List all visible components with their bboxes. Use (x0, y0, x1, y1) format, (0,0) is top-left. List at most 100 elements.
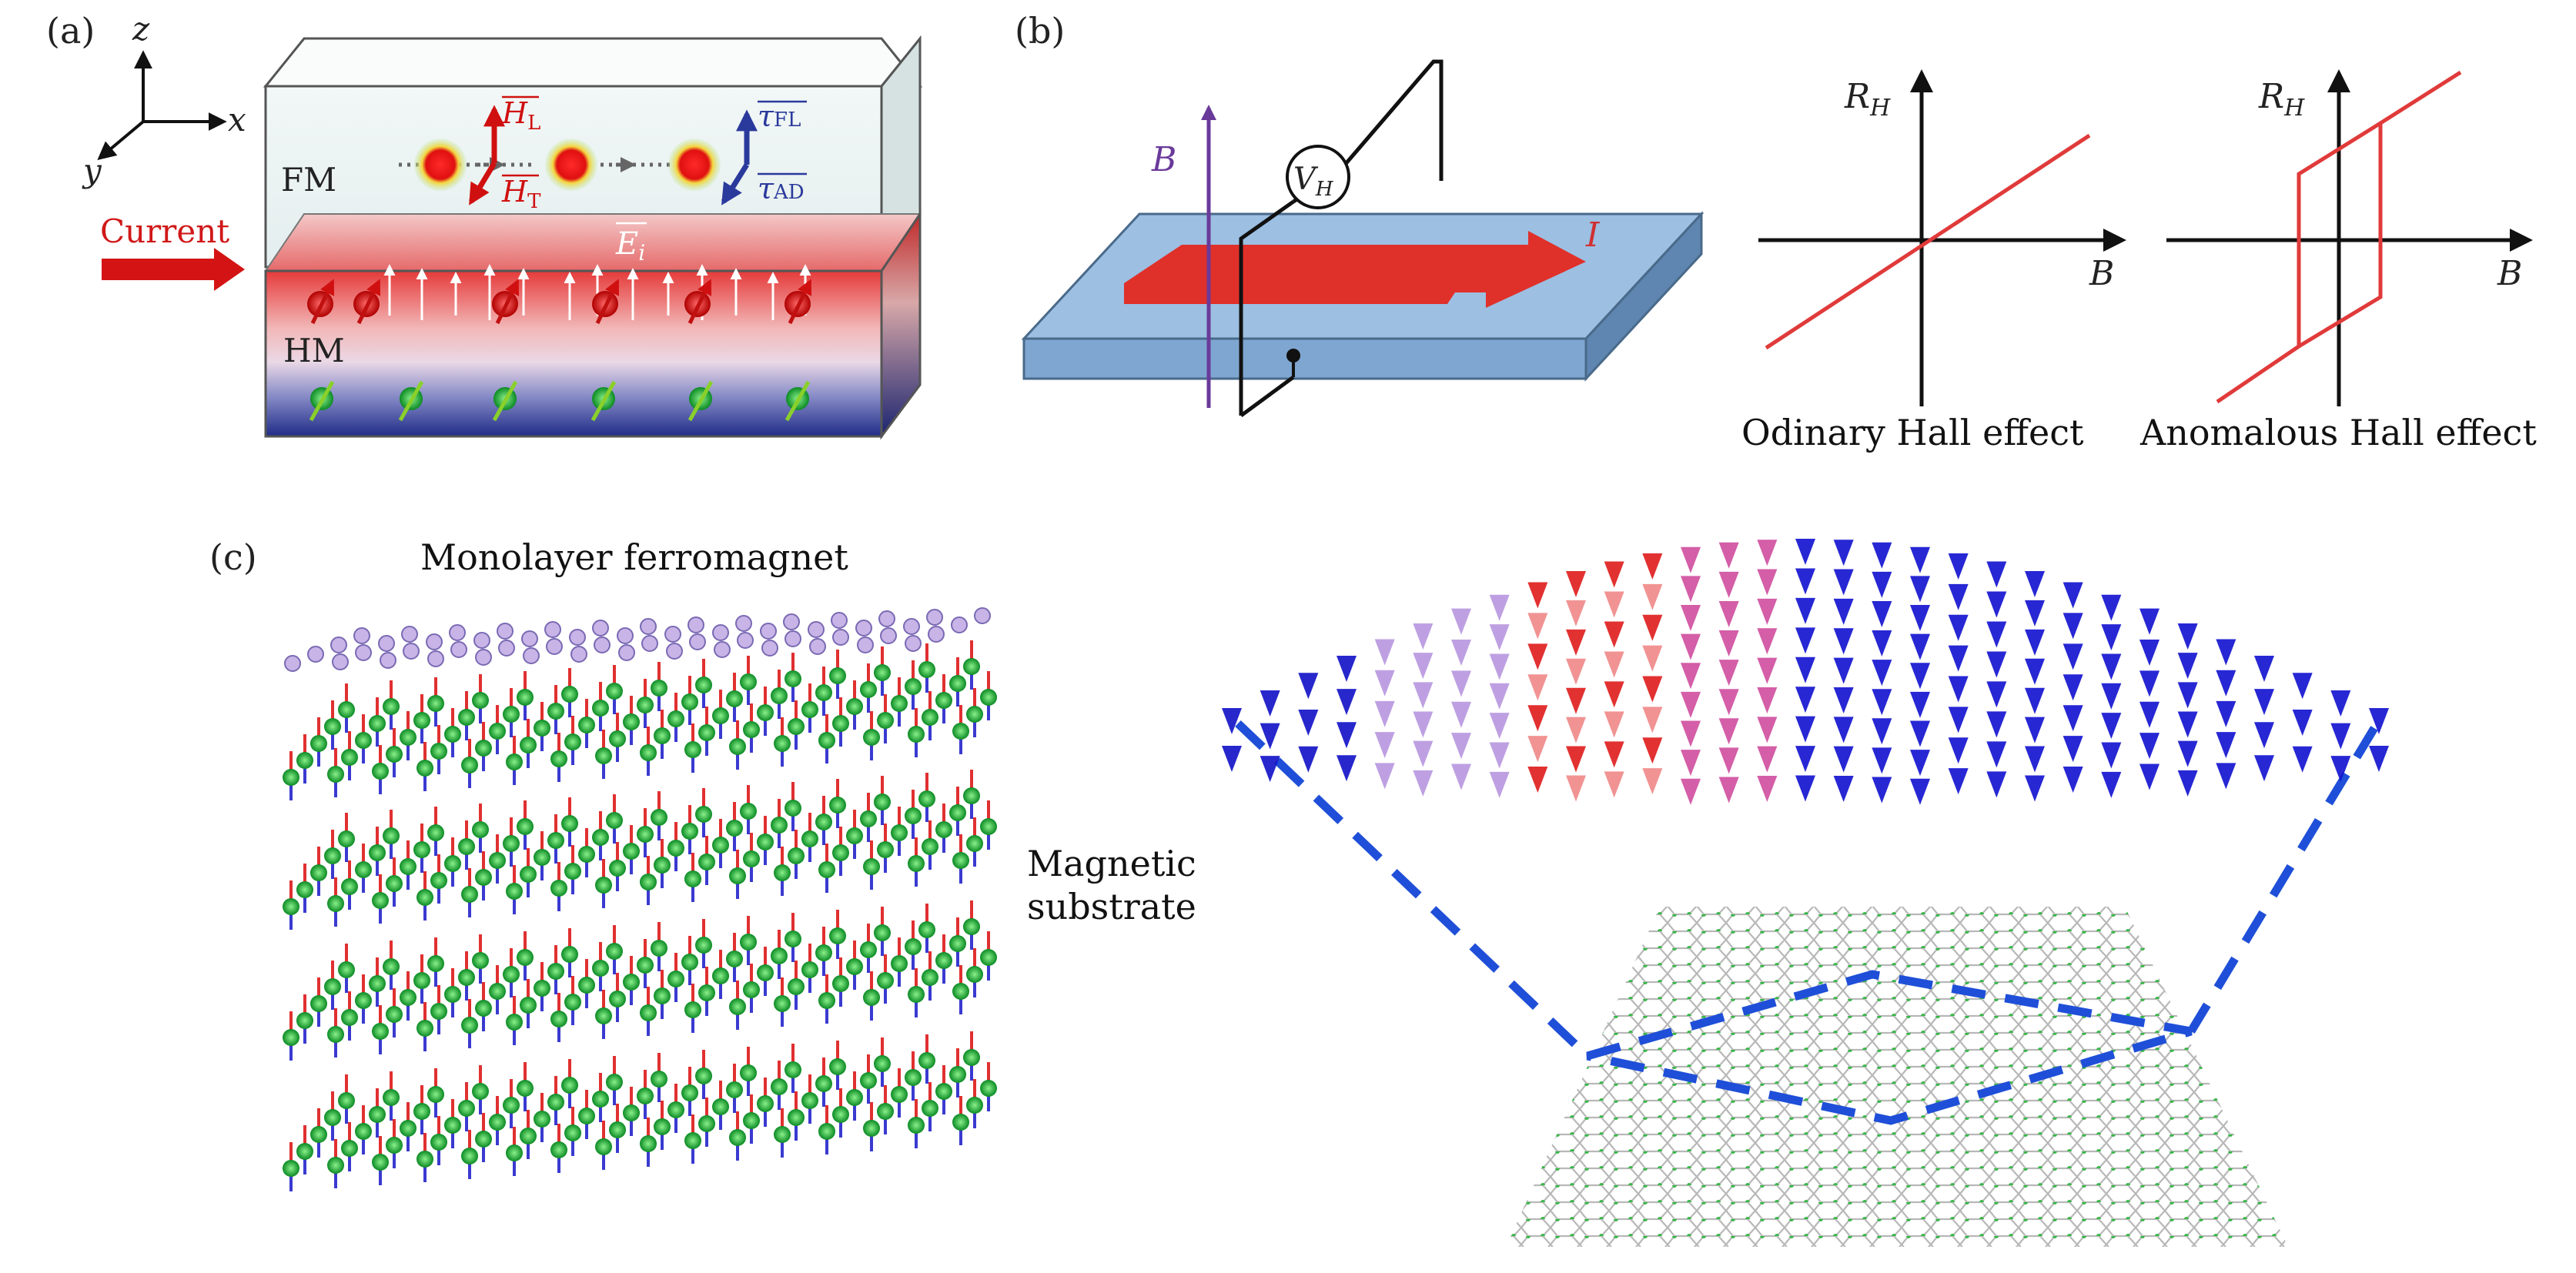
h-t-label: HT (501, 175, 541, 213)
b-label: B (1151, 140, 1176, 179)
skyrmion-cone (1718, 689, 1739, 716)
skyrmion-cone (2216, 763, 2236, 790)
skyrmion-cone (1527, 674, 1548, 701)
dash-rhombus (1586, 970, 2193, 1125)
skyrmion-cone (1872, 689, 1892, 716)
skyrmion-cone (1910, 605, 1930, 632)
skyrmion-cone (1757, 717, 1778, 743)
skyrmion-cone (1489, 771, 1510, 798)
fm-label: FM (281, 161, 336, 199)
current-label: Current (100, 212, 229, 250)
vh-label: VH (1293, 162, 1334, 201)
panel-a-label: (a) (46, 10, 95, 52)
skyrmion-cone (2062, 705, 2083, 732)
ohe-caption: Odinary Hall effect (1741, 412, 2084, 453)
skyrmion-cone (1413, 623, 1434, 650)
skyrmion-cone (1566, 600, 1586, 626)
skyrmion-cone (1260, 756, 1280, 783)
axis-y-label: y (82, 152, 102, 189)
skyrmion-cone (2025, 717, 2045, 743)
skyrmion-cone (2254, 656, 2274, 683)
skyrmion-cone (1795, 746, 1815, 773)
skyrmion-cone (2139, 608, 2159, 635)
skyrmion-cone (1527, 767, 1548, 794)
skyrmion-cone (1413, 653, 1434, 680)
skyrmion-cone (2369, 746, 2389, 772)
skyrmion-cone (1681, 633, 1701, 660)
skyrmion-cone (1948, 768, 1969, 795)
skyrmion-cone (1489, 742, 1510, 769)
skyrmion-cone (1681, 576, 1701, 603)
skyrmion-cone (1527, 736, 1548, 763)
skyrmion-cone (1413, 770, 1434, 797)
skyrmion-cone (1374, 763, 1395, 790)
skyrmion-cone (1948, 553, 1969, 580)
skyrmion-cone (1489, 653, 1510, 680)
skyrmion-cone (2177, 711, 2198, 738)
hm-red-spin (684, 279, 712, 325)
panel-c-label: (c) (209, 536, 257, 578)
skyrmion-cone (1642, 553, 1663, 580)
substrate-layer (283, 770, 997, 930)
skyrmion-cone (1757, 657, 1778, 684)
skyrmion-cone (1757, 746, 1778, 773)
projection-dashes (1235, 720, 2378, 1125)
skyrmion-cone (1681, 663, 1701, 690)
skyrmion-cone (2062, 582, 2083, 609)
skyrmion-cone (2254, 755, 2274, 782)
skyrmion-cone (1986, 711, 2007, 738)
ohe-ylabel: RH (1844, 77, 1891, 122)
skyrmion-cone (2025, 571, 2045, 598)
hm-red-spin (592, 279, 620, 325)
skyrmion-cone (2139, 733, 2159, 760)
skyrmion-cone (1986, 771, 2007, 798)
skyrmion-cone (1718, 777, 1739, 804)
hm-green-spin (785, 380, 811, 422)
skyrmion-cone (2025, 746, 2045, 773)
hm-side-face (880, 210, 922, 440)
skyrmion-cone (2062, 736, 2083, 763)
skyrmion-cone (1948, 737, 1969, 764)
fm-top-face (263, 37, 923, 88)
torque-arrows: τFL τAD (721, 99, 807, 205)
h-field-arrows: HL HT (468, 95, 541, 213)
fm-spin (668, 139, 721, 191)
skyrmion-cone (2025, 629, 2045, 656)
skyrmion-cone (1642, 707, 1663, 733)
skyrmion-cone (1642, 614, 1663, 641)
skyrmion-cone (1681, 750, 1701, 777)
skyrmion-cone (1795, 775, 1815, 802)
skyrmion-cone (1451, 608, 1471, 635)
skyrmion-cone (1451, 701, 1471, 728)
skyrmion-cone (1566, 775, 1586, 802)
skyrmion-cone (2101, 653, 2122, 680)
skyrmion-cone (1374, 639, 1395, 666)
skyrmion-cone (1833, 598, 1854, 625)
skyrmion-cone (1642, 768, 1663, 795)
ahe-loop-upper (2216, 70, 2462, 404)
skyrmion-cone (1718, 571, 1739, 598)
skyrmion-cone (2101, 683, 2122, 710)
skyrmion-cone (1757, 628, 1778, 655)
skyrmion-cone (1872, 542, 1892, 569)
skyrmion-cone (1604, 651, 1624, 678)
skyrmion-cone (2216, 670, 2236, 697)
skyrmion-cone (2292, 709, 2313, 736)
skyrmion-cone (2330, 723, 2351, 750)
skyrmion-cone (1872, 571, 1892, 598)
skyrmion-cone (1604, 591, 1624, 618)
graphene-sheet (1506, 907, 2288, 1247)
skyrmion-cone (1489, 624, 1510, 651)
skyrmion-cone (2025, 600, 2045, 626)
ahe-xlabel: B (2497, 254, 2522, 293)
ahe-ylabel: RH (2258, 77, 2305, 122)
skyrmion-cone (2177, 682, 2198, 709)
skyrmion-cone (2177, 623, 2198, 650)
skyrmion-cone (1222, 708, 1242, 734)
skyrmion-cone (1833, 717, 1854, 743)
substrate-label-line-2: substrate (1027, 886, 1196, 927)
skyrmion-cone (2062, 674, 2083, 701)
skyrmion-cone (1910, 546, 1930, 573)
skyrmion-cone (1872, 600, 1892, 627)
layer-stack (283, 607, 997, 1191)
